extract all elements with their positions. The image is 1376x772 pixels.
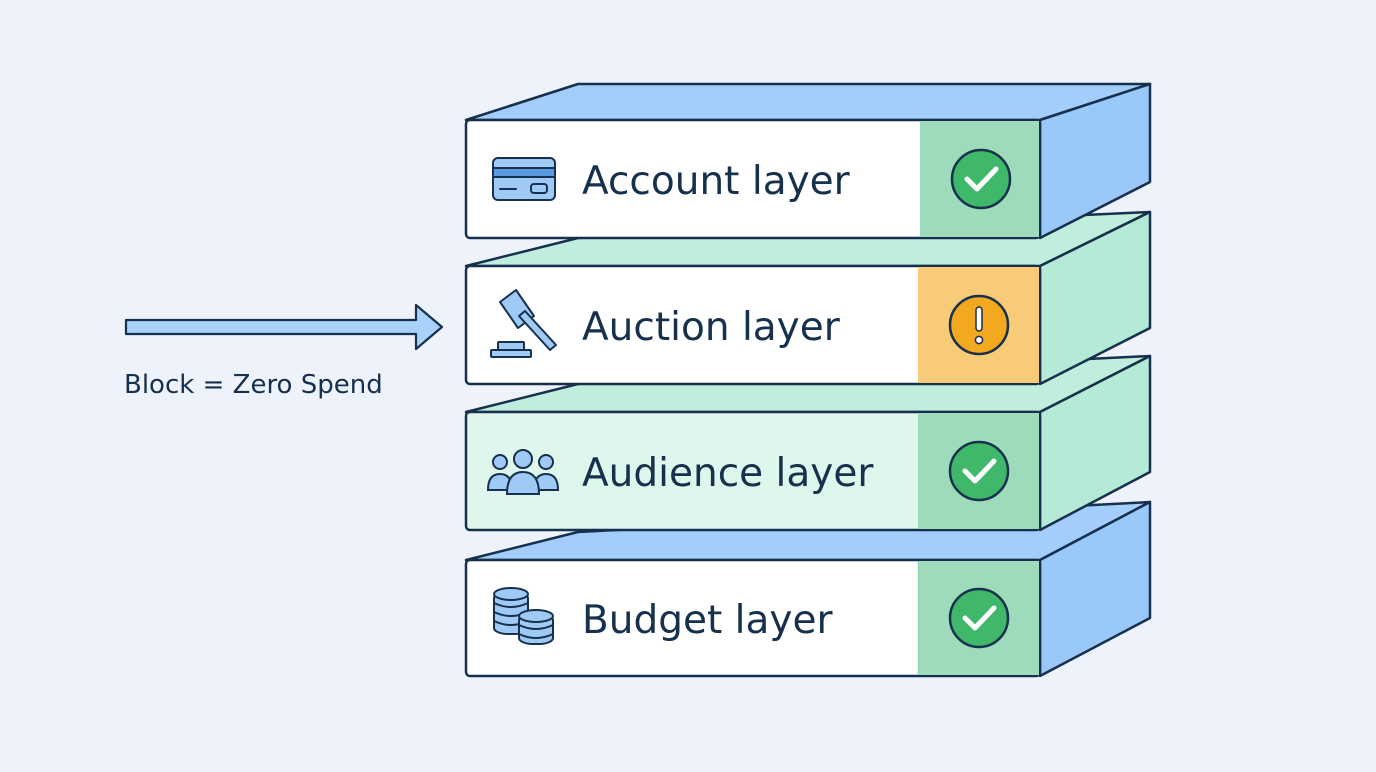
layer-label-account: Account layer — [582, 159, 851, 204]
layer-block-account: Account layer — [464, 82, 1152, 240]
arrow-icon — [124, 303, 444, 351]
layer-front-face — [464, 410, 1042, 532]
layer-block-budget: Budget layer — [464, 500, 1152, 678]
status-badge-ok — [950, 148, 1012, 210]
layer-top-face — [464, 82, 1152, 122]
coins-icon — [493, 587, 554, 645]
layer-front-face — [464, 264, 1042, 386]
credit-card-icon — [492, 157, 556, 201]
checkmark-icon — [964, 166, 999, 192]
gavel-icon — [490, 289, 557, 358]
exclamation-icon — [974, 306, 984, 345]
layer-label-budget: Budget layer — [582, 598, 833, 643]
side-note: Block = Zero Spend — [124, 303, 444, 400]
layer-front-face — [464, 118, 1042, 240]
people-icon — [486, 449, 560, 495]
status-badge-ok — [948, 587, 1010, 649]
layer-label-auction: Auction layer — [582, 305, 841, 350]
status-badge-ok — [948, 440, 1010, 502]
checkmark-icon — [962, 605, 997, 631]
layer-label-audience: Audience layer — [582, 451, 874, 496]
checkmark-icon — [962, 458, 997, 484]
layer-front-face — [464, 558, 1042, 678]
side-note-label: Block = Zero Spend — [124, 370, 383, 400]
status-badge-warning — [948, 294, 1010, 356]
